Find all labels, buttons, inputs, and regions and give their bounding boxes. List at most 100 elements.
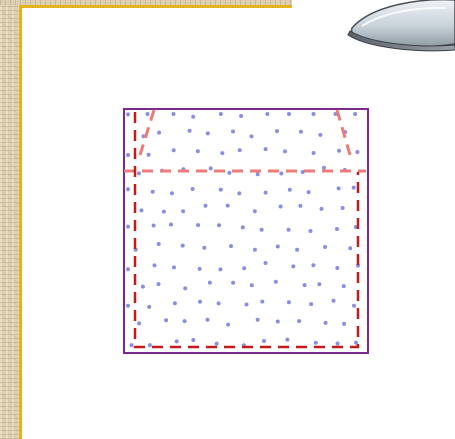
polka-dot: [355, 150, 359, 154]
polka-dot: [250, 283, 254, 287]
polka-dot: [341, 206, 345, 210]
polka-dot: [256, 318, 260, 322]
polka-dot: [322, 166, 326, 170]
polka-dot: [274, 280, 278, 284]
polka-dot: [226, 204, 230, 208]
polka-dot: [202, 246, 206, 250]
polka-dot: [260, 228, 264, 232]
polka-dot: [297, 319, 301, 323]
polka-dot: [181, 209, 185, 213]
polka-dot: [191, 115, 195, 119]
polka-dot: [126, 112, 130, 116]
polka-dot: [276, 245, 280, 249]
polka-dot: [139, 208, 143, 212]
polka-dot: [309, 302, 313, 306]
clothes-iron-icon: [348, 0, 455, 51]
polka-dot: [183, 319, 187, 323]
polka-dot: [148, 343, 152, 347]
polka-dot: [323, 245, 327, 249]
polka-dot: [241, 225, 245, 229]
polka-dot: [126, 225, 130, 229]
polka-dot: [170, 191, 174, 195]
polka-dot: [295, 248, 299, 252]
polka-dot: [283, 149, 287, 153]
polka-dot: [318, 133, 322, 137]
polka-dot: [169, 223, 173, 227]
polka-dot: [342, 322, 346, 326]
polka-dot: [164, 318, 168, 322]
polka-dot: [312, 112, 316, 116]
polka-dot: [264, 261, 268, 265]
polka-dot: [262, 339, 266, 343]
polka-dot: [299, 130, 303, 134]
polka-dot: [126, 153, 130, 157]
polka-dot: [198, 267, 202, 271]
polka-dot: [173, 301, 177, 305]
polka-dot: [209, 166, 213, 170]
polka-dot: [264, 191, 268, 195]
polka-dot: [279, 205, 283, 209]
polka-dot: [303, 283, 307, 287]
polka-dot: [317, 282, 321, 286]
polka-dot: [183, 286, 187, 290]
polka-dot: [153, 263, 157, 267]
polka-dot: [157, 282, 161, 286]
polka-dot: [253, 248, 257, 252]
polka-dot: [219, 112, 223, 116]
polka-dot: [218, 267, 222, 271]
polka-dot: [206, 131, 210, 135]
polka-dot: [242, 266, 246, 270]
polka-dot: [353, 112, 357, 116]
polka-dot: [126, 304, 130, 308]
polka-dot: [237, 191, 241, 195]
polka-dot: [157, 242, 161, 246]
polka-dot: [276, 320, 280, 324]
polka-dot: [208, 281, 212, 285]
polka-dot: [311, 263, 315, 267]
polka-dot: [172, 148, 176, 152]
polka-dot: [352, 304, 356, 308]
polka-dot: [172, 112, 176, 116]
polka-dot: [206, 318, 210, 322]
polka-dot: [298, 204, 302, 208]
polka-dot: [217, 301, 221, 305]
polka-dot: [256, 172, 260, 176]
polka-dot: [172, 265, 176, 269]
polka-dot: [288, 188, 292, 192]
polka-dot: [342, 284, 346, 288]
polka-dot: [253, 209, 257, 213]
polka-dot: [151, 190, 155, 194]
polka-dot: [152, 224, 156, 228]
polka-dot: [137, 321, 141, 325]
polka-dot: [217, 223, 221, 227]
polka-dot: [309, 229, 313, 233]
polka-dot: [231, 281, 235, 285]
polka-dot: [130, 343, 134, 347]
polka-dot: [231, 130, 235, 134]
polka-dot: [215, 342, 219, 346]
polka-dot: [141, 285, 145, 289]
polka-dot: [147, 305, 151, 309]
polka-dot: [204, 204, 208, 208]
polka-dot: [196, 149, 200, 153]
polka-dot: [245, 303, 249, 307]
polka-dot: [312, 151, 316, 155]
polka-dot: [220, 151, 224, 155]
polka-dot: [147, 153, 151, 157]
polka-dot: [352, 186, 356, 190]
polka-dot: [250, 134, 254, 138]
polka-dot: [181, 244, 185, 248]
polka-dot: [126, 187, 130, 191]
polka-dot: [287, 112, 291, 116]
polka-dot: [226, 323, 230, 327]
polka-dot: [198, 300, 202, 304]
polka-dot: [175, 339, 179, 343]
polka-dot: [336, 342, 340, 346]
polka-dot: [265, 112, 269, 116]
polka-dot: [264, 147, 268, 151]
polka-dot: [314, 341, 318, 345]
polka-dot: [219, 188, 223, 192]
polka-dot: [227, 171, 231, 175]
